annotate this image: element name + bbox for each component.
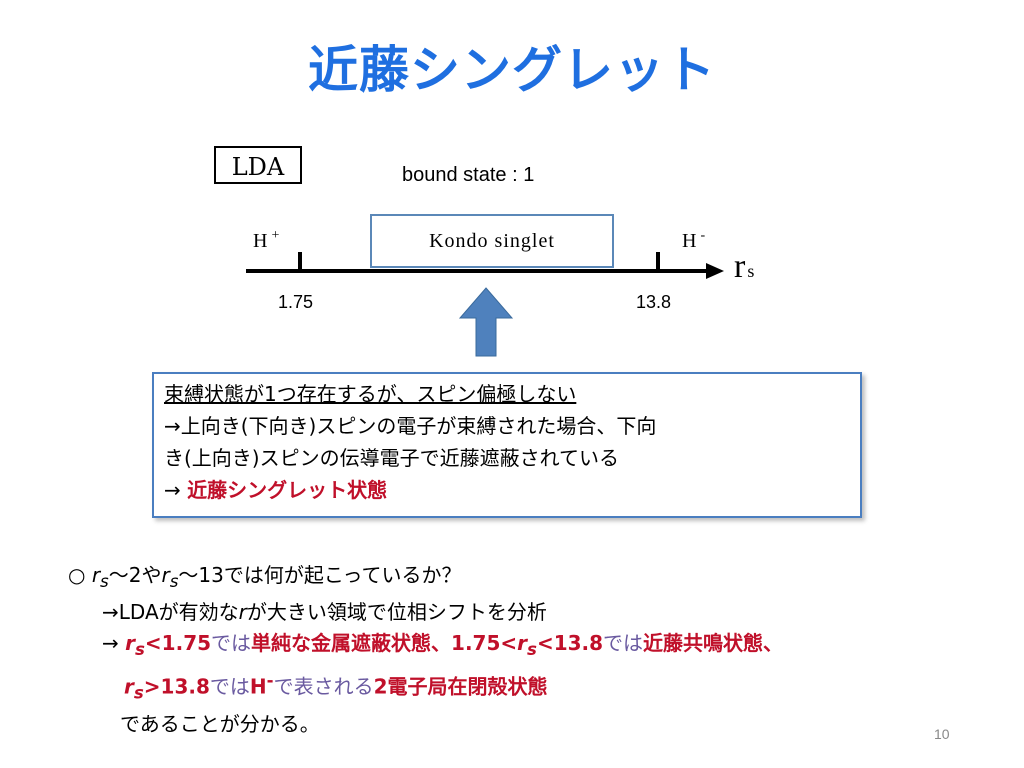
h-plus-sup: + — [271, 228, 280, 243]
h-plus-label: H+ — [253, 228, 280, 253]
rs-symbol: r — [91, 563, 101, 587]
bullet-purple-text: で表される — [273, 674, 374, 699]
rs-symbol: r — [125, 631, 135, 655]
rs-subscript: s — [100, 572, 109, 591]
tick-label-13-8: 13.8 — [636, 292, 672, 312]
bullet-line-5: であることが分かる。 — [120, 711, 320, 736]
kondo-singlet-box: Kondo singlet — [370, 214, 614, 268]
explanation-line-1: 束縛状態が1つ存在するが、スピン偏極しない — [164, 382, 577, 406]
bullet-section: ○ rs～2やrs～13では何が起こっているか？ →LDAが有効なrが大きい領域… — [68, 560, 783, 740]
rs-subscript: s — [135, 640, 145, 659]
rs-r: r — [734, 248, 746, 285]
explanation-line-3: き(上向き)スピンの伝導電子で近藤遮蔽されている — [164, 446, 620, 470]
r-symbol: r — [238, 600, 247, 624]
bullet-line-4: rs>13.8ではH-で表される2電子局在閉殻状態 — [68, 665, 783, 709]
h-minus-sup: - — [266, 671, 274, 690]
arrow-icon: → — [102, 631, 126, 655]
explanation-arrow: → — [164, 478, 188, 502]
bullet-red-text: <13.8 — [536, 631, 604, 655]
explanation-line-2: →上向き(下向き)スピンの電子が束縛された場合、下向 — [164, 414, 657, 438]
bullet-line-2: →LDAが有効なrが大きい領域で位相シフトを分析 — [68, 597, 783, 628]
h-minus-text: H — [682, 230, 697, 252]
bullet-red-text: H — [249, 674, 267, 699]
rs-subscript: s — [133, 683, 144, 703]
page-number: 10 — [934, 726, 950, 742]
bound-state-text: bound state : 1 — [402, 164, 535, 186]
rs-subscript: s — [169, 572, 179, 591]
circle-bullet-icon: ○ — [68, 563, 92, 587]
rs-symbol: r — [517, 631, 528, 655]
rs-symbol: r — [124, 674, 134, 699]
rs-symbol: r — [161, 563, 170, 587]
arrow-icon: → — [102, 600, 119, 624]
bullet-text: ～2や — [108, 563, 162, 587]
bullet-purple-text: では — [209, 674, 250, 699]
bullet-purple-text: では — [211, 631, 252, 655]
bullet-text: LDAが有効な — [118, 600, 239, 624]
lda-label-box: LDA — [214, 146, 302, 184]
bullet-purple-text: では — [603, 631, 644, 655]
tick-label-1-75: 1.75 — [278, 292, 314, 312]
bullet-red-text: 単純な金属遮蔽状態、1.75< — [251, 631, 518, 655]
explanation-box: 束縛状態が1つ存在するが、スピン偏極しない →上向き(下向き)スピンの電子が束縛… — [152, 372, 862, 518]
bullet-text: ～13では何が起こっているか？ — [178, 563, 462, 587]
up-arrow-icon — [458, 287, 514, 357]
bullet-red-text: 2電子局在閉殻状態 — [373, 674, 548, 699]
bullet-red-text: <1.75 — [144, 631, 212, 655]
page-title: 近藤シングレット — [308, 41, 716, 99]
explanation-line-4: → 近藤シングレット状態 — [164, 474, 850, 506]
rs-sub: s — [747, 261, 755, 281]
rs-subscript: s — [527, 640, 537, 659]
bullet-line-1: ○ rs～2やrs～13では何が起こっているか？ — [68, 560, 783, 597]
axis-arrowhead — [706, 263, 724, 279]
h-plus-text: H — [253, 230, 268, 252]
rs-axis-diagram — [246, 252, 724, 357]
bullet-text: が大きい領域で位相シフトを分析 — [246, 600, 547, 624]
h-minus-label: H- — [682, 228, 706, 253]
h-minus-sup: - — [700, 228, 706, 243]
kondo-singlet-state-text: 近藤シングレット状態 — [187, 478, 388, 502]
bullet-red-text: >13.8 — [143, 674, 210, 699]
bullet-line-3: → rs<1.75では単純な金属遮蔽状態、1.75<rs<13.8では近藤共鳴状… — [68, 628, 783, 665]
bullet-red-text: 近藤共鳴状態、 — [643, 631, 784, 655]
